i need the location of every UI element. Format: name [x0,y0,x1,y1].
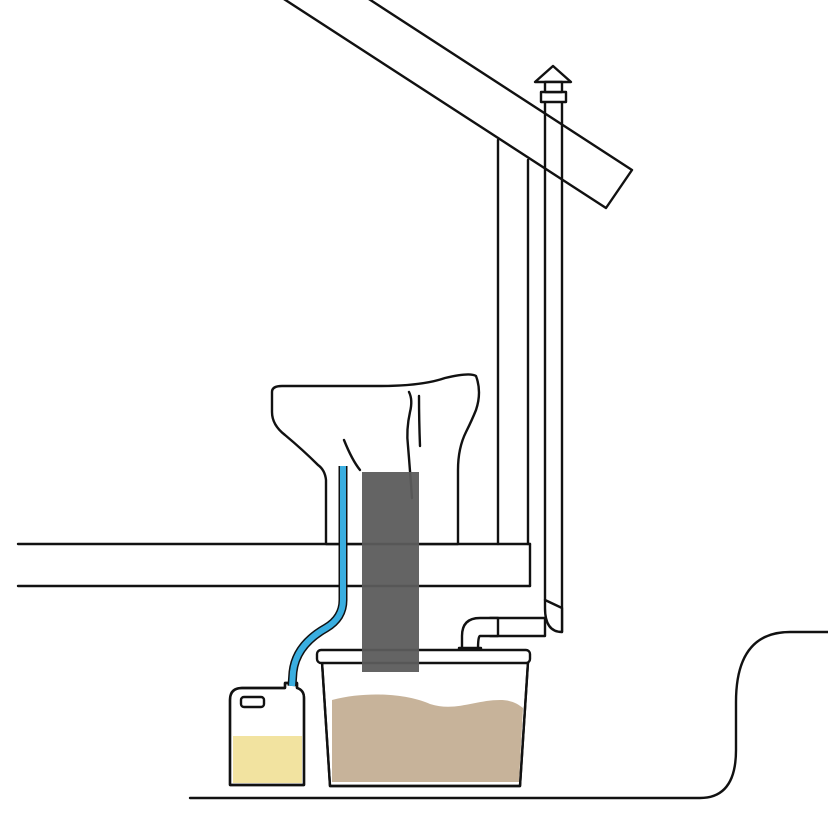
urine-hose [287,466,348,687]
wall-post [496,138,530,546]
compost-mass [332,694,523,782]
vent-connector [457,598,564,656]
drop-chute [362,472,419,672]
ground-line [188,630,828,800]
toilet-pedestal [270,373,481,546]
urine-level [233,736,302,783]
roof-beam [283,0,634,210]
floor-slab [16,542,532,588]
vent-arrow-icon [533,64,573,84]
compost-bin [315,648,532,788]
vent-pipe [533,64,573,634]
urine-jug [228,681,306,787]
